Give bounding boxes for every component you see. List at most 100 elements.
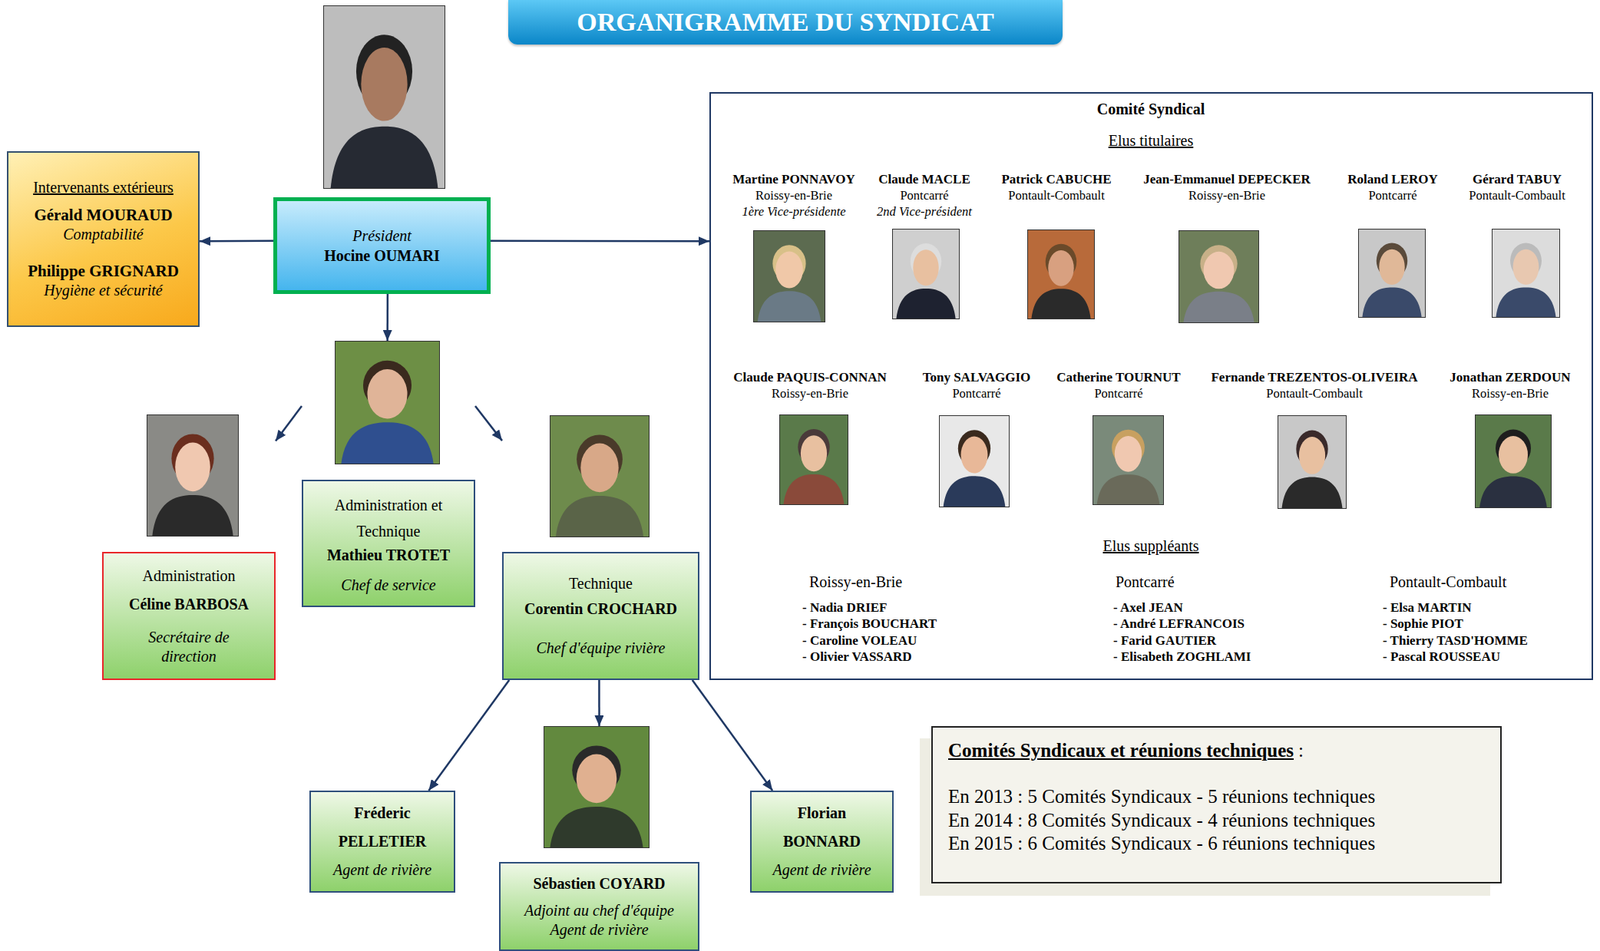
member-detail: Pontault-Combault bbox=[1389, 572, 1507, 592]
staff-box: AdministrationCéline BARBOSASecrétaire d… bbox=[102, 414, 276, 681]
member-name: Roland LEROY bbox=[1347, 171, 1439, 188]
title-text: ORGANIGRAMME DU SYNDICAT bbox=[576, 6, 994, 40]
photo-frame bbox=[550, 416, 650, 538]
photo-frame bbox=[1179, 231, 1260, 324]
photo-frame bbox=[1492, 229, 1561, 318]
member-name: Catherine TOURNUT bbox=[1056, 370, 1181, 386]
box-text: Secrétaire de direction bbox=[119, 628, 258, 667]
member-detail: Roissy-en-Brie bbox=[1471, 386, 1549, 402]
box-shape: Comités Syndicaux et réunions techniques… bbox=[931, 726, 1502, 884]
portrait-photo bbox=[334, 340, 440, 465]
photo-frame bbox=[147, 415, 239, 537]
staff-box: TechniqueCorentin CROCHARDChef d'équipe … bbox=[502, 415, 700, 681]
staff-box: Fréderic PELLETIERAgent de rivière bbox=[309, 790, 456, 893]
box-shape: PrésidentHocine OUMARI bbox=[273, 197, 491, 295]
arrow-connector bbox=[428, 680, 510, 791]
box-text: Comptabilité bbox=[62, 224, 143, 245]
portrait-photo bbox=[146, 414, 239, 537]
photo-space bbox=[301, 340, 476, 480]
box-text: Agent de rivière bbox=[333, 856, 432, 885]
box-text: Chef d'équipe rivière bbox=[536, 638, 666, 658]
portrait-photo bbox=[753, 230, 826, 323]
photo-space bbox=[499, 726, 700, 863]
photo-ground bbox=[1178, 230, 1260, 324]
portrait-photo bbox=[1358, 228, 1426, 318]
box-text: Agent de rivière bbox=[549, 920, 648, 940]
photo-face bbox=[1513, 249, 1540, 285]
box-text: Agent de rivière bbox=[772, 856, 871, 885]
box-heading: Comités Syndicaux et réunions techniques bbox=[948, 740, 1294, 761]
photo-ground bbox=[1092, 415, 1164, 506]
member-name: - Nadia DRIEF bbox=[802, 600, 888, 616]
member-detail: Pontault-Combault bbox=[1468, 188, 1566, 204]
portrait-photo bbox=[1277, 415, 1347, 510]
photo-space bbox=[102, 414, 276, 553]
member-name: Jean-Emmanuel DEPECKER bbox=[1143, 171, 1311, 188]
box-text: Technique bbox=[568, 574, 633, 594]
member-detail: Elus titulaires bbox=[1108, 131, 1194, 150]
photo-body bbox=[1495, 287, 1556, 318]
member-detail: Roissy-en-Brie bbox=[1188, 188, 1266, 204]
member-name: - Elisabeth ZOGHLAMI bbox=[1113, 649, 1251, 665]
photo-ground bbox=[543, 726, 650, 849]
staff-box: Sébastien COYARDAdjoint au chef d'équipe… bbox=[499, 726, 700, 951]
member-detail: 2nd Vice-président bbox=[876, 204, 972, 220]
member-name: - Caroline VOLEAU bbox=[802, 633, 917, 649]
photo-face bbox=[1203, 251, 1235, 289]
photo-face bbox=[800, 435, 827, 472]
title-banner: ORGANIGRAMME DU SYNDICAT bbox=[508, 0, 1063, 45]
member-name: Jonathan ZERDOUN bbox=[1449, 370, 1571, 386]
member-name: - Thierry TASD'HOMME bbox=[1382, 633, 1528, 649]
photo-ground bbox=[1491, 228, 1561, 318]
box-text: Hygiène et sécurité bbox=[43, 280, 162, 301]
member-detail: Pontault-Combault bbox=[1008, 188, 1105, 204]
photo-body bbox=[895, 288, 956, 320]
photo-body bbox=[757, 290, 822, 323]
box-heading: Florian BONNARD bbox=[764, 799, 880, 857]
box-shape: TechniqueCorentin CROCHARDChef d'équipe … bbox=[502, 552, 700, 681]
photo-body bbox=[555, 495, 644, 538]
photo-frame bbox=[780, 415, 849, 506]
portrait-photo bbox=[1474, 414, 1552, 509]
portrait-photo bbox=[543, 726, 650, 849]
arrow-connector bbox=[598, 680, 601, 727]
box-shape: Fréderic PELLETIERAgent de rivière bbox=[309, 790, 456, 893]
portrait-photo bbox=[938, 415, 1010, 508]
member-name: Patrick CABUCHE bbox=[1001, 171, 1111, 188]
staff-box: Florian BONNARDAgent de rivière bbox=[750, 790, 894, 893]
photo-frame bbox=[1093, 416, 1164, 506]
box-heading: Gérald MOURAUD bbox=[33, 204, 172, 225]
arrow-connector bbox=[275, 406, 302, 442]
arrow-connector bbox=[386, 294, 389, 341]
photo-frame bbox=[1475, 415, 1552, 509]
external-box: Intervenants extérieursGérald MOURAUDCom… bbox=[6, 151, 200, 328]
portrait-photo bbox=[1491, 228, 1561, 318]
box-shape: Sébastien COYARDAdjoint au chef d'équipe… bbox=[499, 862, 700, 951]
photo-ground bbox=[323, 5, 446, 189]
member-name: Comité Syndical bbox=[1097, 99, 1206, 119]
meetings-panel: Comités Syndicaux et réunions techniques… bbox=[931, 726, 1502, 884]
member-detail: Pontcarré bbox=[1094, 386, 1143, 402]
member-detail: Roissy-en-Brie bbox=[809, 572, 903, 592]
photo-face bbox=[360, 47, 407, 122]
photo-face bbox=[1114, 436, 1142, 473]
member-name: - Axel JEAN bbox=[1113, 600, 1184, 616]
box-text: Chef de service bbox=[340, 575, 436, 596]
member-detail: Roissy-en-Brie bbox=[771, 386, 849, 402]
arrow-connector bbox=[475, 406, 503, 441]
member-name: - Pascal ROUSSEAU bbox=[1382, 649, 1501, 665]
box-text: Président bbox=[352, 225, 412, 246]
photo-frame bbox=[323, 6, 446, 189]
committee-box: Comité SyndicalElus titulairesMartine PO… bbox=[709, 92, 1594, 681]
member-detail: Elus suppléants bbox=[1103, 536, 1200, 556]
member-name: - François BOUCHART bbox=[802, 616, 937, 632]
box-shape: Administration et TechniqueMathieu TROTE… bbox=[301, 479, 476, 608]
box-shape: Florian BONNARDAgent de rivière bbox=[750, 790, 894, 893]
photo-face bbox=[1378, 249, 1405, 285]
portrait-photo bbox=[1178, 230, 1260, 324]
photo-body bbox=[152, 495, 234, 537]
portrait-photo bbox=[549, 415, 650, 538]
member-name: Martine PONNAVOY bbox=[732, 171, 855, 188]
member-detail: Pontcarré bbox=[1368, 188, 1417, 204]
